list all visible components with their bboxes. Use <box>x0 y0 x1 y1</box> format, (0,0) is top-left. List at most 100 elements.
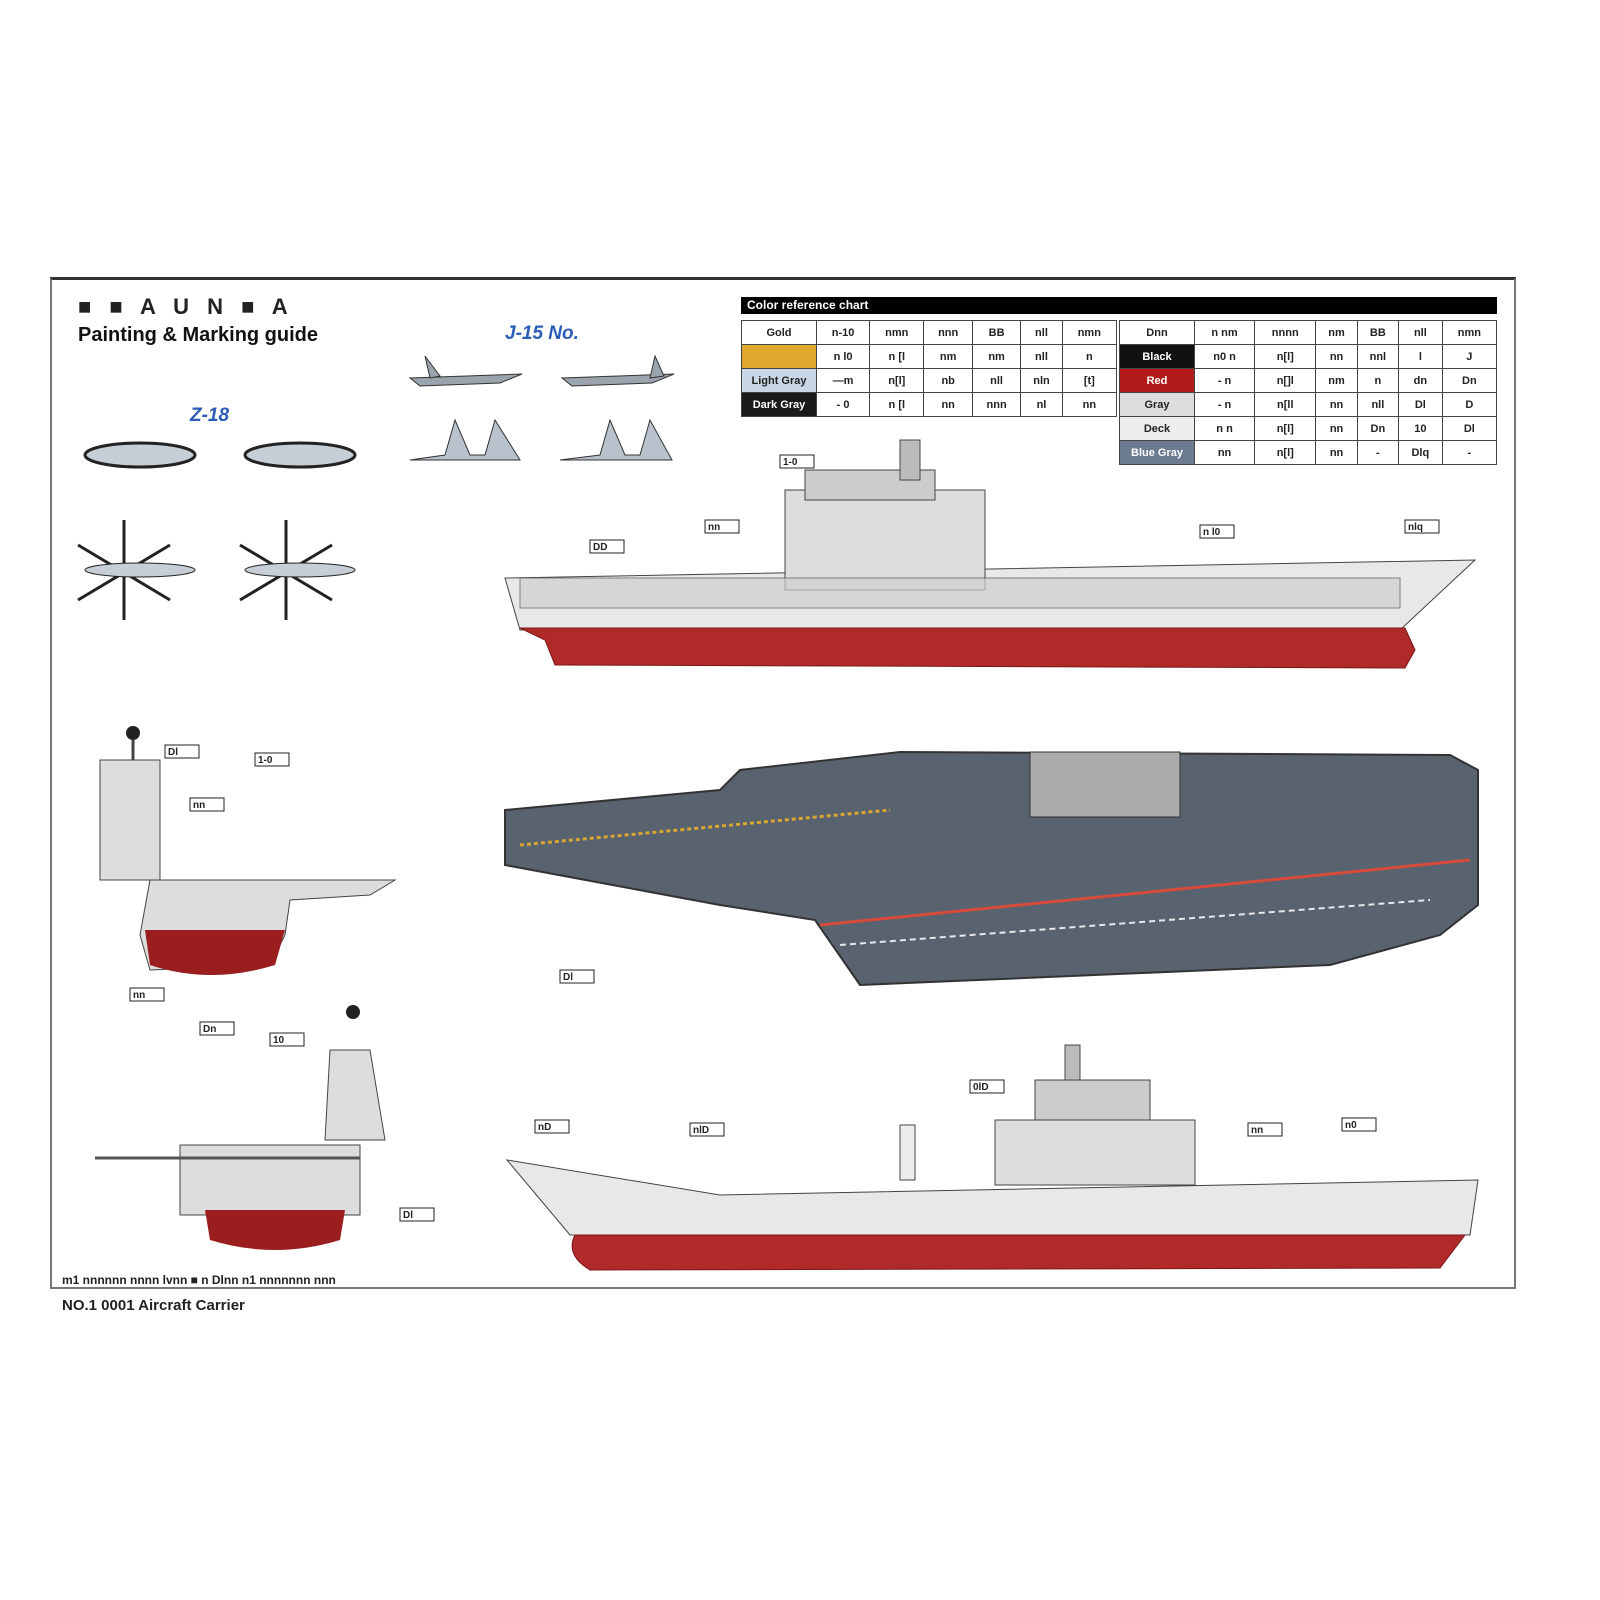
color-code-cell: Dl <box>1441 416 1498 441</box>
ship-side-view-starboard <box>504 439 1477 669</box>
color-swatch <box>741 344 817 369</box>
callout-label: nD <box>538 1122 551 1133</box>
color-code-cell: nnn <box>923 320 973 345</box>
color-code-cell: n[l] <box>1254 440 1317 465</box>
callout-label: 10 <box>273 1035 285 1046</box>
color-code-cell: nmn <box>1061 320 1118 345</box>
callout-box <box>1199 524 1235 539</box>
color-code-cell: nl <box>1020 392 1063 417</box>
helicopter-label: Z-18 <box>190 405 230 426</box>
color-code-cell: nmn <box>869 320 925 345</box>
callout-box <box>689 1122 725 1137</box>
color-code-cell: n[l] <box>869 368 925 393</box>
color-code-cell: dn <box>1398 368 1443 393</box>
color-chart-title: Color reference chart <box>741 297 1497 314</box>
jet-top-views <box>409 418 673 461</box>
color-code-cell: Dn <box>1441 368 1498 393</box>
helicopter-views <box>77 441 357 620</box>
color-code-cell: n0 n <box>1193 344 1256 369</box>
color-swatch: Deck <box>1119 416 1195 441</box>
color-code-cell: [t] <box>1061 368 1118 393</box>
color-code-cell: n[l] <box>1254 344 1317 369</box>
guide-subtitle: Painting & Marking guide <box>78 324 319 346</box>
color-swatch: Blue Gray <box>1119 440 1195 465</box>
callout-box <box>254 752 290 767</box>
callout-label: Dl <box>403 1210 413 1221</box>
color-code-cell: n <box>1356 368 1400 393</box>
color-code-cell: nnn <box>971 392 1022 417</box>
callout-label: DD <box>593 542 607 553</box>
guide-frame <box>50 277 1516 1289</box>
color-code-cell: nb <box>923 368 973 393</box>
color-code-cell: nll <box>1356 392 1400 417</box>
color-code-cell: nll <box>1020 344 1063 369</box>
callout-label: Dl <box>168 747 178 758</box>
caption-product: NO.1 0001 Aircraft Carrier <box>62 1297 245 1314</box>
color-code-cell: n-10 <box>815 320 871 345</box>
callout-box <box>269 1032 305 1047</box>
ship-bow-view <box>99 726 397 975</box>
color-code-cell: nn <box>1315 440 1358 465</box>
color-code-cell: nmn <box>1441 320 1498 345</box>
color-swatch: Dark Gray <box>741 392 817 417</box>
callout-label: nn <box>193 800 205 811</box>
color-code-cell: nn <box>923 392 973 417</box>
callout-label: 1-0 <box>258 755 273 766</box>
color-code-cell: nll <box>1398 320 1443 345</box>
callout-label: nn <box>1251 1125 1263 1136</box>
color-swatch: Dnn <box>1119 320 1195 345</box>
callout-label: n l0 <box>1203 527 1221 538</box>
color-code-cell: nm <box>923 344 973 369</box>
color-code-cell: n <box>1061 344 1118 369</box>
color-code-cell: Dlq <box>1398 440 1443 465</box>
color-code-cell: n[ll <box>1254 392 1317 417</box>
color-code-cell: n[]l <box>1254 368 1317 393</box>
color-code-cell: n l0 <box>815 344 871 369</box>
callout-box <box>1404 519 1440 534</box>
color-swatch: Black <box>1119 344 1195 369</box>
color-swatch: Light Gray <box>741 368 817 393</box>
callout-label: nn <box>708 522 720 533</box>
callout-box <box>589 539 625 554</box>
color-code-cell: - n <box>1193 392 1256 417</box>
color-code-cell: n [l <box>869 392 925 417</box>
color-code-cell: - <box>1441 440 1498 465</box>
callout-box <box>1341 1117 1377 1132</box>
callout-label: 1-0 <box>783 457 798 468</box>
callout-box <box>164 744 200 759</box>
callout-label: Dn <box>203 1024 216 1035</box>
color-code-cell: nll <box>1020 320 1063 345</box>
guide-title: ■ ■ A U N ■ A <box>78 294 294 319</box>
color-code-cell: Dl <box>1398 392 1443 417</box>
color-code-cell: nm <box>971 344 1022 369</box>
callout-box <box>129 987 165 1002</box>
caption-notes: m1 nnnnnn nnnn lvnn ■ n Dlnn n1 nnnnnnn … <box>62 1273 336 1287</box>
callout-box <box>704 519 740 534</box>
callout-box <box>199 1021 235 1036</box>
ship-deck-view <box>504 750 1479 987</box>
color-code-cell: n n <box>1193 416 1256 441</box>
ship-stern-view <box>95 1005 386 1250</box>
color-code-cell: nm <box>1315 368 1358 393</box>
color-code-cell: - <box>1356 440 1400 465</box>
color-code-cell: BB <box>971 320 1022 345</box>
color-code-cell: J <box>1441 344 1498 369</box>
color-code-cell: - 0 <box>815 392 871 417</box>
callout-box <box>189 797 225 812</box>
color-swatch: Red <box>1119 368 1195 393</box>
color-swatch: Gray <box>1119 392 1195 417</box>
callout-box <box>969 1079 1005 1094</box>
callout-box <box>1247 1122 1283 1137</box>
callout-label: nlD <box>693 1125 709 1136</box>
callout-box <box>779 454 815 469</box>
color-code-cell: nn <box>1315 392 1358 417</box>
